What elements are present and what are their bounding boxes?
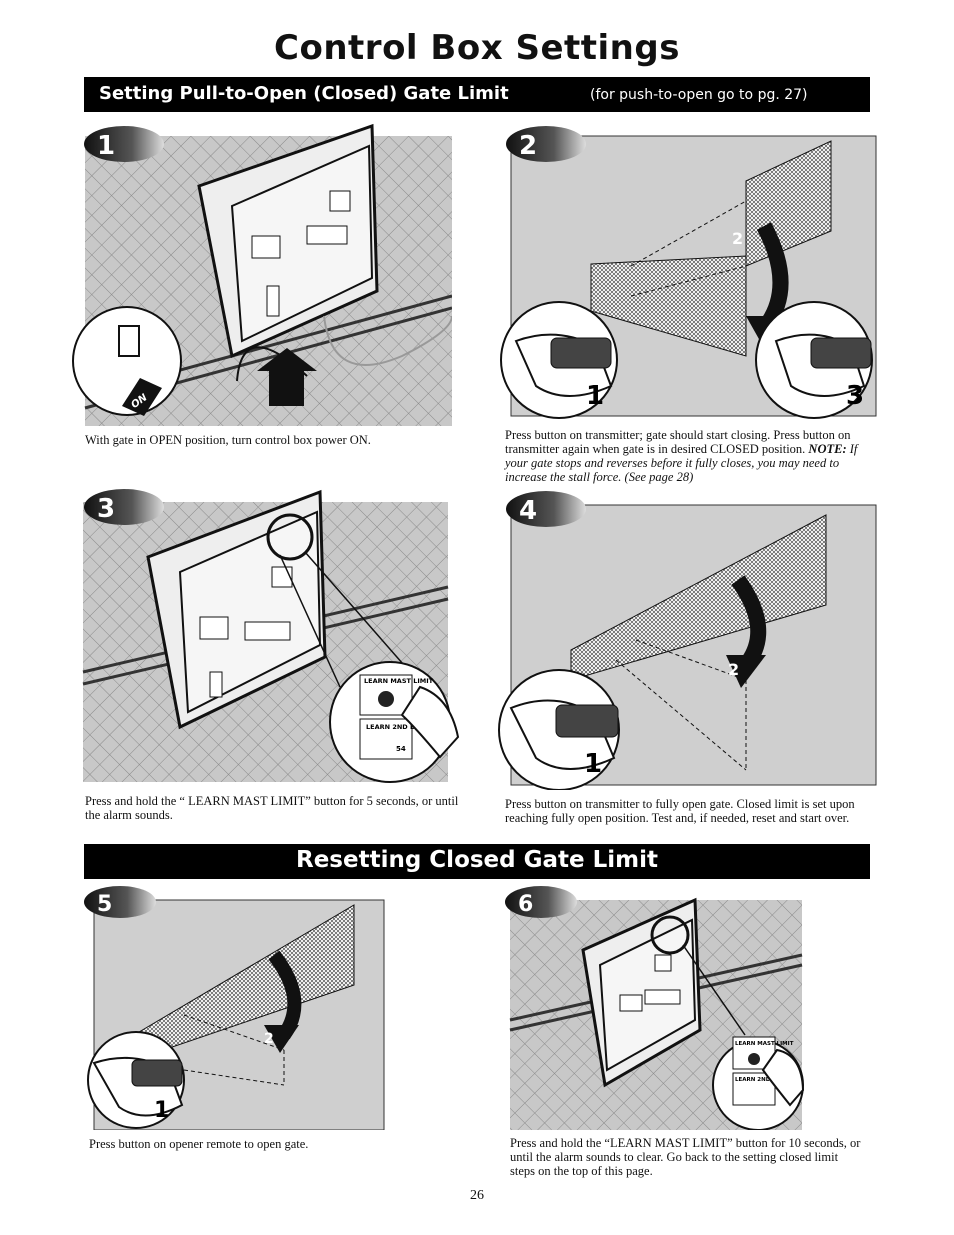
- section-heading-2: Resetting Closed Gate Limit: [295, 847, 659, 873]
- step-3-caption: Press and hold the “ LEARN MAST LIMIT” b…: [85, 794, 459, 822]
- step-3-illustration: LEARN MAST LIMIT LEARN 2ND LIMIT 54: [80, 487, 460, 785]
- learn-2nd-limit-label: LEARN 2ND LIMIT: [366, 723, 430, 731]
- step-4-illustration: 2 1: [496, 490, 878, 790]
- step-1-badge: 1: [84, 125, 166, 168]
- callout-1: 1: [586, 381, 604, 411]
- step-6-badge: 6: [505, 885, 579, 924]
- step-2-text: Press button on transmitter; gate should…: [505, 428, 851, 456]
- step-number: 2: [519, 131, 537, 161]
- step-1-caption: With gate in OPEN position, turn control…: [85, 433, 371, 447]
- side-label: 54: [396, 745, 406, 753]
- callout-2: 2: [728, 660, 739, 679]
- step-2-caption: Press button on transmitter; gate should…: [505, 428, 875, 484]
- section-heading-bar: Setting Pull-to-Open (Closed) Gate Limit…: [84, 77, 870, 112]
- learn-mast-limit-label: LEARN MAST LIMIT: [735, 1041, 794, 1047]
- step-number: 6: [518, 892, 533, 917]
- step-2-note: If your gate stops and reverses before i…: [505, 442, 858, 484]
- step-5-caption: Press button on opener remote to open ga…: [89, 1137, 309, 1151]
- section-heading: Setting Pull-to-Open (Closed) Gate Limit: [99, 83, 509, 104]
- step-6-caption: Press and hold the “LEARN MAST LIMIT” bu…: [510, 1136, 861, 1178]
- callout-3: 3: [846, 381, 864, 411]
- callout-1: 1: [584, 749, 602, 779]
- callout-2: 2: [264, 1031, 274, 1047]
- step-5-badge: 5: [84, 885, 158, 924]
- callout-1: 1: [154, 1098, 169, 1123]
- learn-mast-limit-label: LEARN MAST LIMIT: [364, 677, 434, 685]
- callout-2: 2: [732, 229, 743, 248]
- learn-2nd-limit-label: LEARN 2ND LIMIT: [735, 1077, 789, 1083]
- section-heading-bar-2: Resetting Closed Gate Limit: [84, 844, 870, 879]
- step-6-illustration: LEARN MAST LIMIT LEARN 2ND LIMIT: [505, 885, 805, 1130]
- step-3-badge: 3: [84, 488, 166, 531]
- step-4-caption: Press button on transmitter to fully ope…: [505, 797, 855, 825]
- step-4-badge: 4: [506, 490, 588, 533]
- step-2-illustration: 2 1 3: [496, 116, 878, 426]
- page-number: 26: [470, 1188, 484, 1203]
- page-title: Control Box Settings: [274, 28, 680, 68]
- step-number: 1: [97, 131, 115, 161]
- step-number: 4: [519, 496, 537, 526]
- step-5-illustration: 2 1: [84, 885, 390, 1130]
- step-2-badge: 2: [506, 125, 588, 168]
- step-1-illustration: ON: [72, 116, 452, 428]
- note-label: NOTE:: [808, 442, 847, 456]
- step-number: 3: [97, 494, 115, 524]
- step-number: 5: [97, 892, 112, 917]
- section-subheading: (for push-to-open go to pg. 27): [590, 87, 808, 103]
